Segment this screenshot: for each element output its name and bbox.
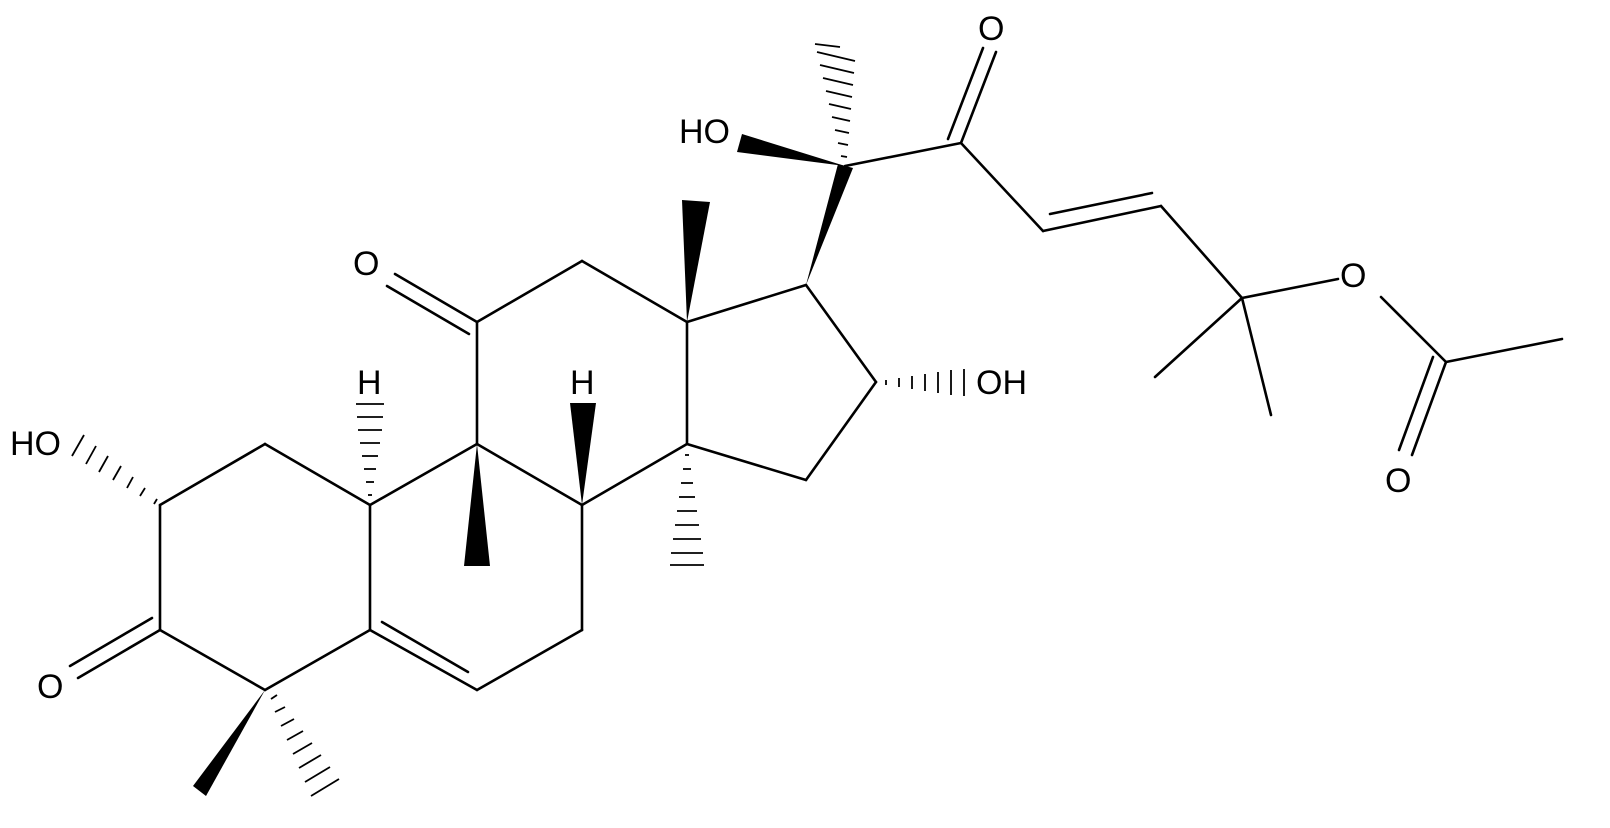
bond <box>804 380 878 482</box>
ester-oxygen-label: O <box>1340 257 1366 295</box>
bond <box>580 442 689 507</box>
hydroxyl-label: HO <box>679 113 730 151</box>
bond <box>158 628 267 692</box>
bond <box>385 284 471 336</box>
bond <box>76 628 162 680</box>
bond <box>380 620 470 674</box>
bond <box>804 283 878 384</box>
bond <box>1240 296 1273 417</box>
hashed-bond <box>670 454 704 566</box>
bond <box>1379 295 1448 364</box>
bond <box>580 259 689 324</box>
hashed-bond <box>270 694 340 797</box>
bond <box>158 442 267 507</box>
bond <box>393 272 479 324</box>
bond <box>685 442 808 482</box>
bond <box>1240 277 1340 300</box>
bond <box>475 628 584 692</box>
bond <box>1048 191 1154 216</box>
hashed-bond <box>885 369 965 396</box>
bond <box>475 442 584 507</box>
bond <box>1397 355 1435 452</box>
wedge-bond <box>737 134 845 166</box>
hashed-bond <box>814 43 856 158</box>
bond <box>1159 204 1244 300</box>
wedge-bonds <box>193 134 853 796</box>
ketone-oxygen-label: O <box>353 245 379 283</box>
hashed-bond <box>356 403 384 496</box>
bond <box>843 141 963 168</box>
bond <box>263 628 372 692</box>
bond <box>959 141 1045 233</box>
bond <box>946 46 985 141</box>
ketone-oxygen-label: O <box>37 668 63 706</box>
hydrogen-label: H <box>357 364 382 402</box>
bond <box>685 283 808 324</box>
wedge-bond <box>464 444 490 566</box>
wedge-bond <box>806 164 853 285</box>
bond <box>475 259 584 324</box>
bond <box>368 442 479 507</box>
atom-labels: HO O O H H OH HO O O O <box>10 10 1411 706</box>
hydrogen-label: H <box>570 364 595 402</box>
bond <box>1444 337 1564 364</box>
ketone-oxygen-label: O <box>978 10 1004 48</box>
carbonyl-oxygen-label: O <box>1385 462 1411 500</box>
wedge-bond <box>570 403 596 505</box>
bond <box>68 616 154 668</box>
bond <box>263 442 372 507</box>
bond <box>1041 204 1163 233</box>
wedge-bond <box>193 690 265 796</box>
hashed-bonds <box>71 43 965 566</box>
bond <box>1410 360 1448 457</box>
wedge-bond <box>682 200 710 322</box>
hashed-bond <box>71 434 158 505</box>
hydroxyl-label: OH <box>976 364 1027 402</box>
hydroxyl-label: HO <box>10 425 61 463</box>
bond <box>1153 296 1244 379</box>
bond <box>959 50 998 145</box>
skeleton-bonds <box>68 46 1564 797</box>
bond <box>368 628 479 692</box>
